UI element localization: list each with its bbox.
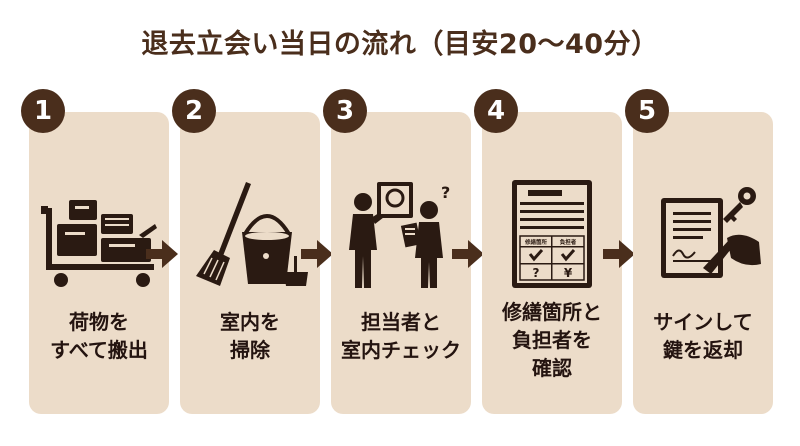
arrow-right-icon [603,240,635,268]
form-col2-label: 負担者 [560,238,577,246]
step-card-5: サインして 鍵を返却 [633,112,773,414]
step-card-1: 荷物を すべて搬出 [29,112,169,414]
step-card-2: 室内を 掃除 [180,112,320,414]
inspection-icon: ? [349,182,450,288]
step-label: 修繕箇所と 負担者を 確認 [502,300,602,380]
checklist-form-icon: 修繕箇所 負担者 ? ¥ [512,180,592,288]
step-card-4: 修繕箇所 負担者 ? ¥ 修繕箇所と 負担者を 確認 [482,112,622,414]
yen-mark: ¥ [564,266,573,280]
step-card-3: ? 担当者と 室内チェック [331,112,471,414]
step-label: 荷物を すべて搬出 [50,310,148,362]
question-mark: ? [533,266,540,280]
arrow-right-icon [452,240,484,268]
step-number-3: 3 [323,89,367,133]
cleaning-tools-icon [196,182,308,286]
step-number-1: 1 [21,89,65,133]
arrow-right-icon [301,240,333,268]
step-number-2: 2 [172,89,216,133]
sign-and-key-icon [661,187,761,278]
arrow-right-icon [146,240,178,268]
step-number-4: 4 [474,89,518,133]
svg-text:?: ? [441,183,450,202]
step-label: 室内を 掃除 [220,310,280,362]
step-number-5: 5 [625,89,669,133]
step-label: サインして 鍵を返却 [653,310,753,362]
cart-with-boxes-icon [41,200,157,287]
diagram-title: 退去立会い当日の流れ（目安20〜40分） [141,29,659,60]
step-label: 担当者と 室内チェック [341,310,461,362]
form-col1-label: 修繕箇所 [524,238,548,246]
